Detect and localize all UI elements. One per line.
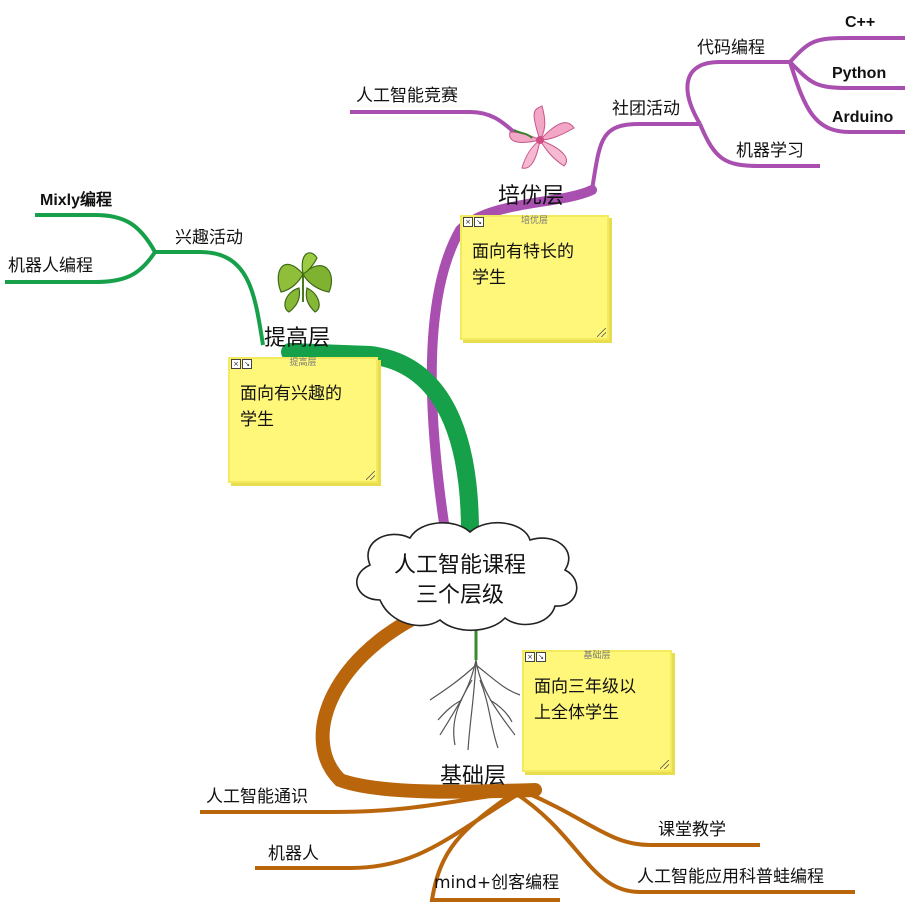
note-grip-icon[interactable] [597,328,606,337]
note-advanced-text: 面向有特长的 学生 [472,239,597,291]
trunk-improve [281,343,479,541]
center-title-line2: 三个层级 [415,583,504,608]
layer-improve-title[interactable]: 提高层 [264,326,331,351]
center-title-line1: 人工智能课程 [393,553,526,578]
branch-club [590,122,700,191]
note-close-icon[interactable]: × [525,652,535,662]
note-advanced[interactable]: × ↘ 培优层 面向有特长的 学生 [460,215,609,340]
note-base-title: 基础层 [583,651,611,661]
note-resize-icon[interactable]: ↘ [474,217,484,227]
note-advanced-line2: 学生 [472,268,506,288]
note-close-icon[interactable]: × [231,359,241,369]
branch-ml [698,123,820,168]
branch-contest [350,110,527,142]
note-advanced-line1: 面向有特长的 [472,242,574,262]
branch-python [788,60,905,90]
note-close-icon[interactable]: × [463,217,473,227]
note-improve-text: 面向有兴趣的 学生 [240,381,366,433]
note-base-text: 面向三年级以 上全体学生 [534,674,660,726]
branch-ai-general [200,788,536,814]
note-advanced-title: 培优层 [520,216,548,226]
node-arduino[interactable]: Arduino [832,109,894,126]
note-advanced-bar: × ↘ 培优层 [460,215,609,229]
lily-flower-icon [509,105,575,169]
branch-robot-coding [5,250,157,284]
node-frog-programming[interactable]: 人工智能应用科普蛙编程 [637,867,824,887]
node-robot[interactable]: 机器人 [268,844,319,864]
note-base[interactable]: × ↘ 基础层 面向三年级以 上全体学生 [522,650,672,772]
note-improve-bar: × ↘ 提高层 [228,357,378,371]
branch-coding [685,60,790,126]
node-machine-learning[interactable]: 机器学习 [736,141,804,161]
trunk-advanced [426,185,597,535]
node-mixly[interactable]: Mixly编程 [40,192,113,209]
branch-interest [155,250,265,346]
trunk-base [315,608,542,799]
leaves-icon [277,252,333,313]
node-ai-general[interactable]: 人工智能通识 [206,787,308,807]
note-improve-line1: 面向有兴趣的 [240,384,342,404]
center-cloud [356,522,578,631]
note-grip-icon[interactable] [366,471,375,480]
note-base-line2: 上全体学生 [534,703,619,723]
node-cpp[interactable]: C++ [845,14,876,31]
roots-icon [429,625,521,751]
node-classroom[interactable]: 课堂教学 [658,820,726,840]
note-improve[interactable]: × ↘ 提高层 面向有兴趣的 学生 [228,357,378,483]
branch-mixly [35,213,157,253]
branch-classroom [524,790,760,847]
branch-cpp [788,36,905,64]
center-title: 人工智能课程 三个层级 [360,551,560,611]
node-robot-coding[interactable]: 机器人编程 [8,256,93,276]
note-grip-icon[interactable] [660,760,669,769]
node-code-programming[interactable]: 代码编程 [697,38,765,58]
node-ai-contest[interactable]: 人工智能竞赛 [356,86,458,106]
note-improve-line2: 学生 [240,410,274,430]
note-resize-icon[interactable]: ↘ [242,359,252,369]
layer-advanced-title[interactable]: 培优层 [498,184,565,209]
note-base-line1: 面向三年级以 [534,677,636,697]
branch-frog [513,791,855,894]
node-python[interactable]: Python [832,65,887,82]
branch-robot [255,788,527,870]
node-mind-plus[interactable]: mind+创客编程 [434,873,560,893]
branch-mind [429,790,560,902]
node-club-activity[interactable]: 社团活动 [612,99,680,119]
note-improve-title: 提高层 [289,358,317,368]
node-interest-activity[interactable]: 兴趣活动 [175,228,243,248]
note-resize-icon[interactable]: ↘ [536,652,546,662]
layer-base-title[interactable]: 基础层 [440,764,507,789]
branch-arduino [788,61,905,134]
note-base-bar: × ↘ 基础层 [522,650,672,664]
